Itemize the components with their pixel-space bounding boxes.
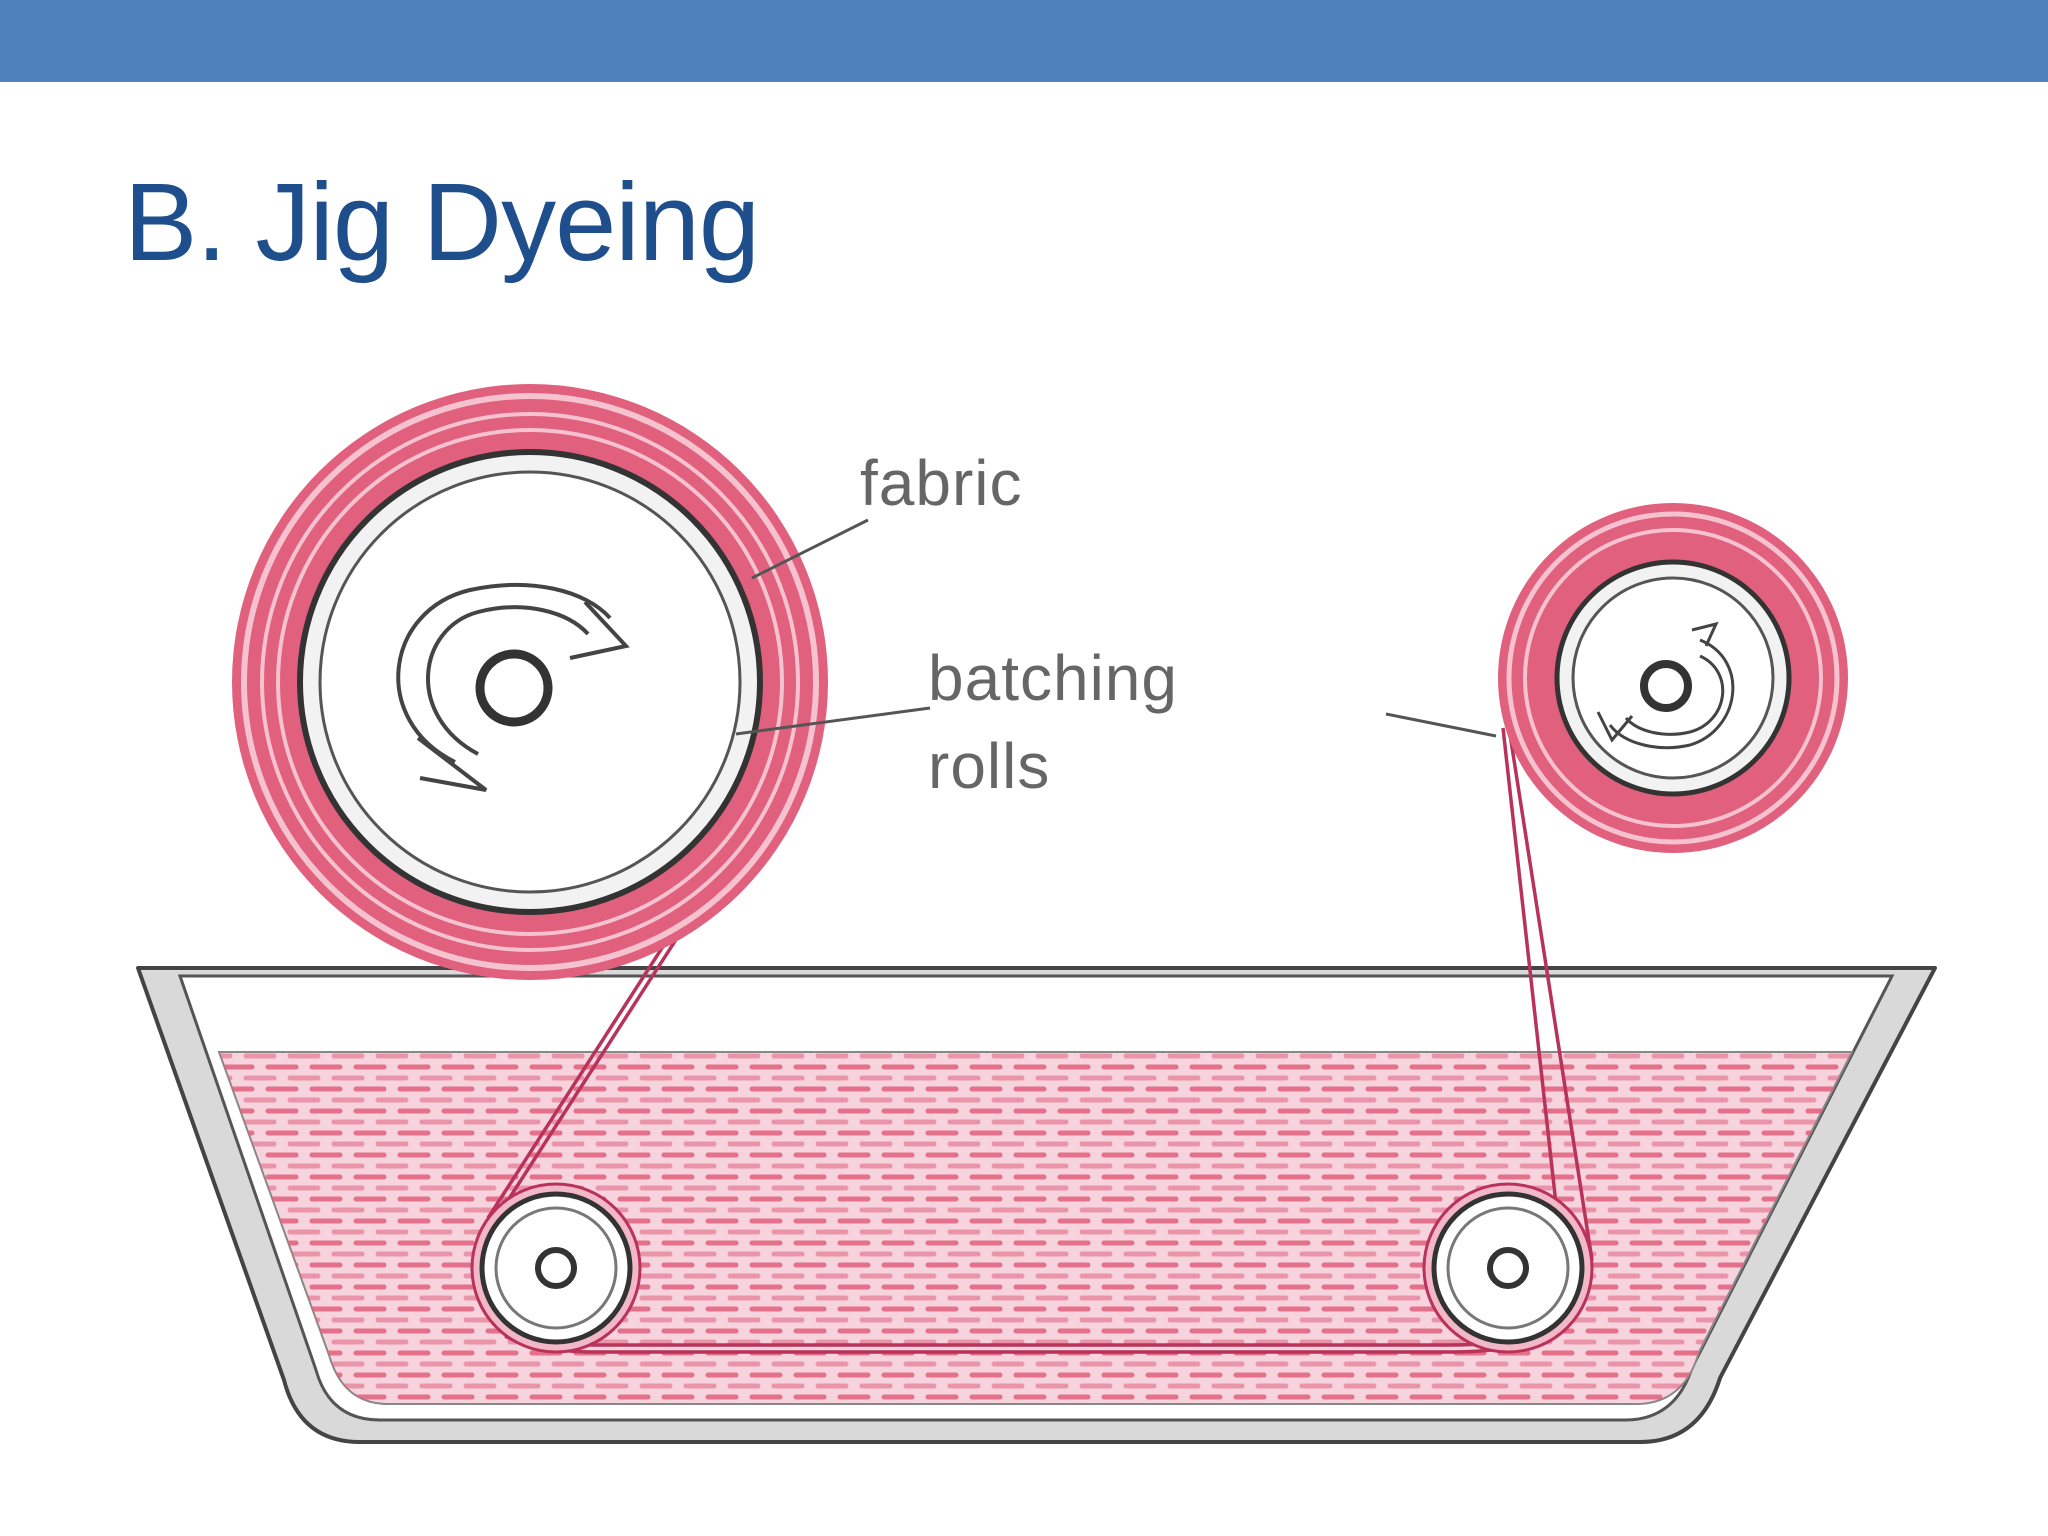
guide-roller-right — [1422, 1182, 1594, 1354]
guide-roller-left — [470, 1182, 642, 1354]
slide-title: B. Jig Dyeing — [124, 161, 760, 284]
header-bar — [0, 0, 2048, 82]
label-rolls: rolls — [928, 730, 1050, 802]
batching-roll-right — [1498, 503, 1848, 853]
rotation-arrow-icon — [1596, 621, 1735, 750]
label-fabric: fabric — [860, 447, 1023, 519]
label-batching: batching — [928, 642, 1178, 714]
batching-roll-left — [232, 384, 828, 980]
leader-lines — [735, 518, 1497, 738]
dye-trough — [136, 966, 1937, 1444]
rotation-arrow-icon — [396, 583, 630, 792]
